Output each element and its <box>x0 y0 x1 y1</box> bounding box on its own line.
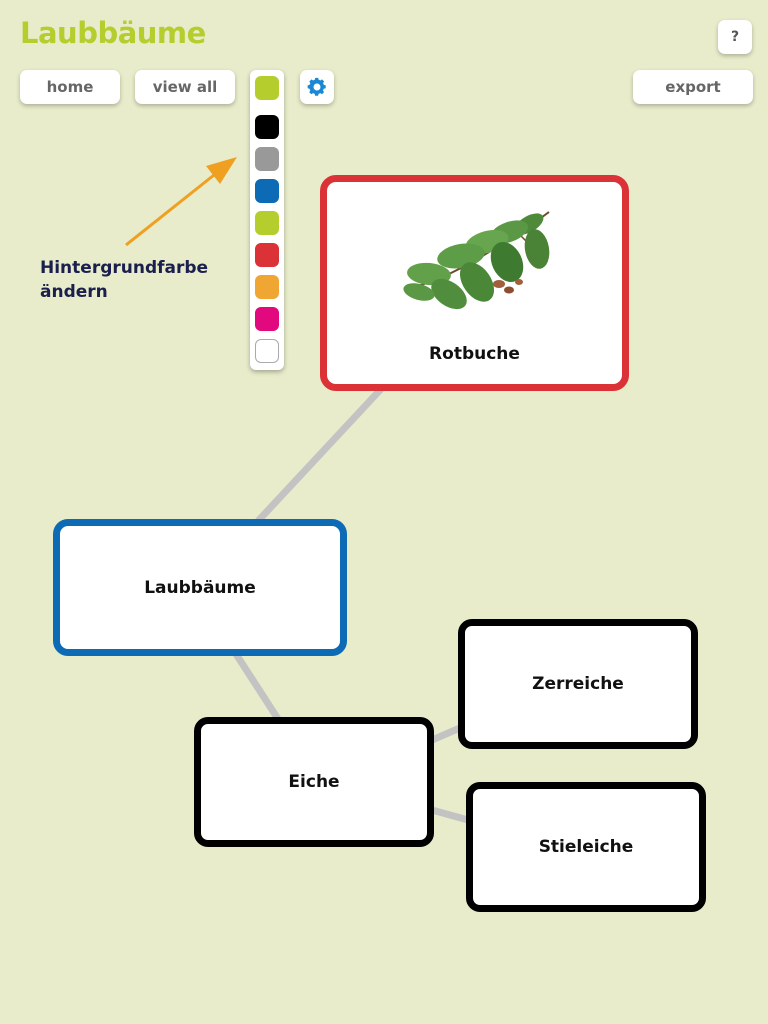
node-eiche-label: Eiche <box>288 772 340 792</box>
node-zerreiche[interactable]: Zerreiche <box>458 619 698 749</box>
edge-eiche-stieleiche <box>431 806 469 824</box>
node-stieleiche[interactable]: Stieleiche <box>466 782 706 912</box>
node-rotbuche-label: Rotbuche <box>429 344 520 364</box>
annotation-arrow <box>125 173 215 247</box>
node-rotbuche[interactable]: Rotbuche <box>320 175 629 391</box>
swatch-white[interactable] <box>255 339 279 363</box>
swatch-red[interactable] <box>255 243 279 267</box>
view-all-button[interactable]: view all <box>135 70 235 104</box>
edge-eiche-zerreiche <box>430 724 462 744</box>
gear-icon <box>307 77 326 96</box>
node-laubbaeume-label: Laubbäume <box>144 577 256 598</box>
annotation-text: Hintergrundfarbe ändern <box>40 256 208 304</box>
current-color-swatch[interactable] <box>255 76 279 100</box>
node-zerreiche-label: Zerreiche <box>532 674 624 694</box>
swatch-lime[interactable] <box>255 211 279 235</box>
annotation-arrowhead <box>206 157 237 184</box>
edge-laubbaeume-rotbuche <box>255 386 384 524</box>
swatch-gray[interactable] <box>255 147 279 171</box>
swatch-black[interactable] <box>255 115 279 139</box>
edge-laubbaeume-eiche <box>233 652 281 721</box>
swatch-orange[interactable] <box>255 275 279 299</box>
annotation-line-2: ändern <box>40 282 108 302</box>
annotation-line-1: Hintergrundfarbe <box>40 258 209 278</box>
node-laubbaeume[interactable]: Laubbäume <box>53 519 347 656</box>
beech-branch-image <box>403 211 550 310</box>
swatch-blue[interactable] <box>255 179 279 203</box>
swatch-magenta[interactable] <box>255 307 279 331</box>
app-title: Laubbäume <box>20 16 206 50</box>
home-button[interactable]: home <box>20 70 120 104</box>
node-stieleiche-label: Stieleiche <box>538 837 634 857</box>
export-button[interactable]: export <box>633 70 753 104</box>
settings-button[interactable] <box>300 70 334 104</box>
node-eiche[interactable]: Eiche <box>194 717 434 847</box>
help-button[interactable]: ? <box>718 20 752 54</box>
color-palette <box>250 70 284 370</box>
